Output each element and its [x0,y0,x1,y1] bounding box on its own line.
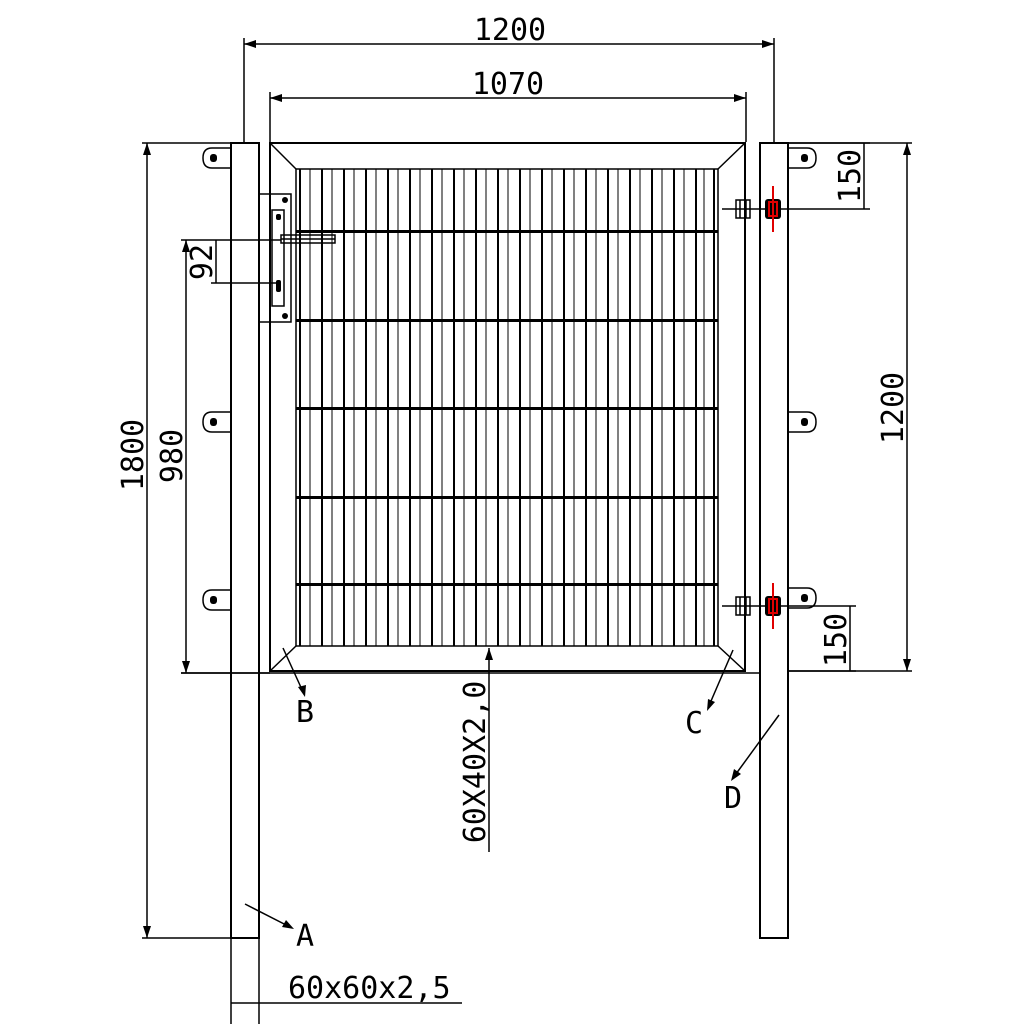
post-profile-dimension: 60x60x2,5 [230,938,462,1024]
dimension-gate-width: 1070 [269,67,747,142]
hinge-span-label: 1200 [876,372,911,444]
right-post-lug-top [788,147,817,169]
post-height-label: 1800 [116,419,151,491]
callout-b-label: B [296,695,314,730]
dimension-hinge-span: 1200 [788,142,912,672]
callout-c: C [685,649,734,741]
left-post-lug-bottom [202,589,231,611]
callout-a: A [244,903,314,954]
callout-d: D [724,714,780,816]
hinge-top [722,186,781,232]
overall-width-label: 1200 [474,13,546,48]
left-post-lug-middle [202,411,231,433]
dimension-top-hinge-offset: 150 [778,142,870,210]
dimension-post-height: 1800 [116,142,260,939]
lock-offset-label: 92 [185,244,220,280]
mesh-vertical-wires [299,169,715,646]
hinge-bottom [722,583,781,629]
dimension-gate-height: 980 [155,239,281,674]
right-post [759,142,817,939]
gate-width-label: 1070 [472,67,544,102]
post-profile-label: 60x60x2,5 [288,971,451,1006]
bottom-hinge-offset-label: 150 [819,613,854,667]
right-post-lug-middle [788,411,817,433]
callout-a-label: A [296,919,314,954]
callout-d-label: D [724,781,742,816]
left-post-lug-top [202,147,231,169]
gate-height-label: 980 [155,429,190,483]
lock-assembly [258,193,336,323]
dimension-lock-offset: 92 [185,240,278,284]
mesh-infill [296,169,718,646]
frame-profile-label: 60X40X2,0 [458,681,493,844]
top-hinge-offset-label: 150 [833,149,868,203]
dimension-bottom-hinge-offset: 150 [778,605,856,672]
frame-profile-leader: 60X40X2,0 [458,648,493,852]
mesh-horizontal-bars [296,230,718,586]
callout-c-label: C [685,706,703,741]
callout-b: B [282,647,314,730]
dimension-overall-width: 1200 [243,13,775,142]
right-post-lug-bottom [788,587,817,609]
